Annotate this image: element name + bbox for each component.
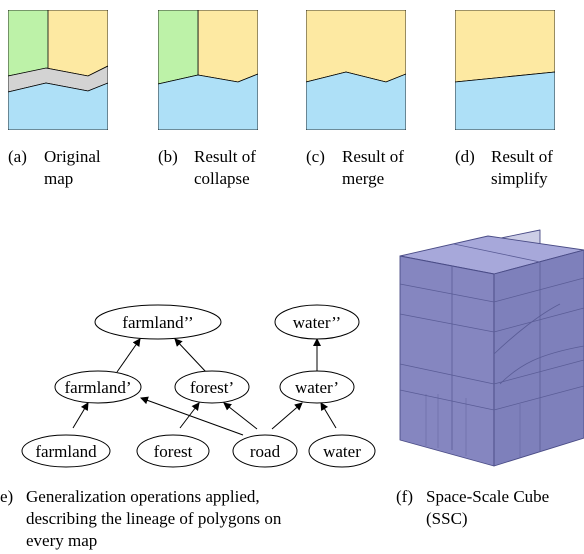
space-scale-cube: [399, 229, 584, 467]
node-road: [232, 434, 298, 468]
map-collapse: [158, 10, 258, 130]
lineage-graph: farmland’’ water’’ farmland’ forest’ wat…: [21, 304, 376, 468]
caption-line1: Original: [44, 147, 101, 166]
ssc-top-divider: [453, 243, 541, 263]
ssc-slice-3: [399, 359, 584, 385]
node-farmland2: [94, 304, 222, 340]
node-water2: [274, 304, 360, 340]
caption-line1: Result of: [342, 147, 404, 166]
caption-label: (a): [8, 147, 27, 166]
ssc-collapse-surface: [493, 303, 561, 355]
node-label-road: road: [250, 442, 281, 461]
node-label-water: water: [323, 442, 361, 461]
node-farmland1: [54, 370, 142, 404]
ssc-slice-4: [399, 385, 584, 411]
caption-label: (b): [158, 147, 178, 166]
caption-line2: merge: [342, 169, 385, 188]
caption-e: e) Generalization operations applied, de…: [0, 486, 380, 552]
caption-label: e): [0, 487, 14, 506]
node-label-farmland2: farmland’’: [122, 313, 193, 332]
caption-a: (a) Original map: [8, 146, 138, 196]
water-region: [8, 82, 108, 130]
node-label-forest: forest: [154, 442, 193, 461]
ssc-slice-1: [399, 277, 584, 303]
edge-road-to-forest1: [223, 402, 258, 430]
farmland-region: [455, 10, 555, 83]
caption-line1: Result of: [194, 147, 256, 166]
edge-forest1-to-farmland2: [174, 338, 207, 373]
edge-farmland-to-farmland1: [72, 402, 89, 429]
farmland-region: [197, 10, 258, 83]
caption-line1: Generalization operations applied,: [26, 487, 260, 506]
caption-label: (f): [396, 487, 413, 506]
node-farmland: [21, 434, 111, 468]
node-label-water1: water’: [295, 378, 339, 397]
map-merge: [306, 10, 406, 130]
water-region: [158, 73, 258, 130]
node-water1: [279, 370, 355, 404]
ssc-merge-surface: [499, 345, 584, 385]
node-water: [308, 434, 376, 468]
node-label-farmland1: farmland’: [64, 378, 131, 397]
forest-region: [8, 10, 49, 77]
ssc-left-face: [399, 255, 495, 467]
caption-line1: Space-Scale Cube: [426, 487, 550, 506]
water-region: [455, 71, 555, 130]
caption-line2: collapse: [194, 169, 250, 188]
node-label-forest1: forest’: [190, 378, 234, 397]
caption-b: (b) Result of collapse: [158, 146, 288, 196]
map-original: [8, 10, 108, 130]
caption-line3: every map: [26, 531, 98, 550]
edge-farmland1-to-farmland2: [116, 338, 141, 373]
node-forest: [136, 434, 210, 468]
farmland-region: [306, 10, 406, 83]
node-forest1: [174, 370, 250, 404]
caption-f: (f) Space-Scale Cube (SSC): [396, 486, 584, 532]
node-label-water2: water’’: [293, 313, 341, 332]
caption-line2: describing the lineage of polygons on: [26, 509, 282, 528]
caption-label: (d): [455, 147, 475, 166]
edge-road-to-water1: [271, 402, 303, 430]
caption-d: (d) Result of simplify: [455, 146, 583, 196]
caption-line2: (SSC): [426, 509, 468, 528]
water-region: [306, 71, 406, 130]
map-simplify: [455, 10, 555, 130]
edge-road-to-farmland1: [140, 396, 244, 436]
caption-c: (c) Result of merge: [306, 146, 436, 196]
caption-line1: Result of: [491, 147, 553, 166]
node-label-farmland: farmland: [35, 442, 97, 461]
caption-line2: map: [44, 169, 74, 188]
forest-region: [158, 10, 199, 85]
ssc-slice-2: [399, 307, 584, 333]
caption-label: (c): [306, 147, 325, 166]
caption-line2: simplify: [491, 169, 548, 188]
edge-water-to-water1: [320, 402, 337, 429]
